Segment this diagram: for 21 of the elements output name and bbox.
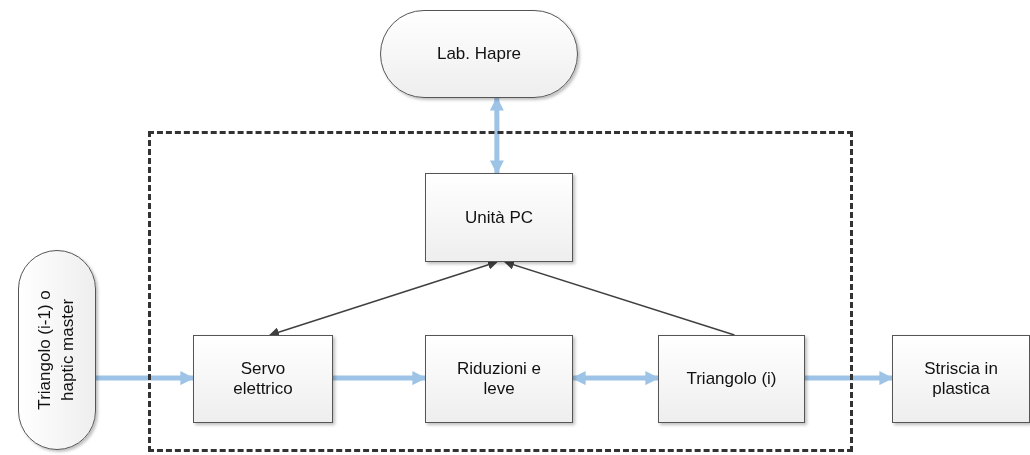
node-label: Lab. Hapre — [435, 44, 523, 64]
terminal-shape — [380, 10, 578, 98]
node-label: Servo elettrico — [232, 359, 294, 399]
node-label: Unità PC — [464, 207, 534, 228]
arrow — [805, 371, 894, 386]
process-box — [658, 335, 805, 423]
arrow — [571, 371, 660, 386]
process-box — [425, 335, 573, 423]
node-label: Triangolo (i) — [685, 369, 778, 389]
process-box — [193, 335, 333, 423]
terminal-shape — [18, 250, 96, 450]
arrow — [333, 371, 427, 386]
node-label: Striscia in plastica — [923, 359, 999, 399]
node-label: Riduzioni e leve — [455, 359, 543, 399]
process-box — [892, 335, 1030, 423]
arrow — [489, 96, 504, 175]
dashed-group-boundary — [148, 131, 853, 452]
node-label: Triangolo (i-1) o haptic master — [34, 289, 78, 412]
arrow — [96, 371, 195, 386]
arrow — [269, 260, 498, 337]
process-box — [425, 173, 573, 262]
